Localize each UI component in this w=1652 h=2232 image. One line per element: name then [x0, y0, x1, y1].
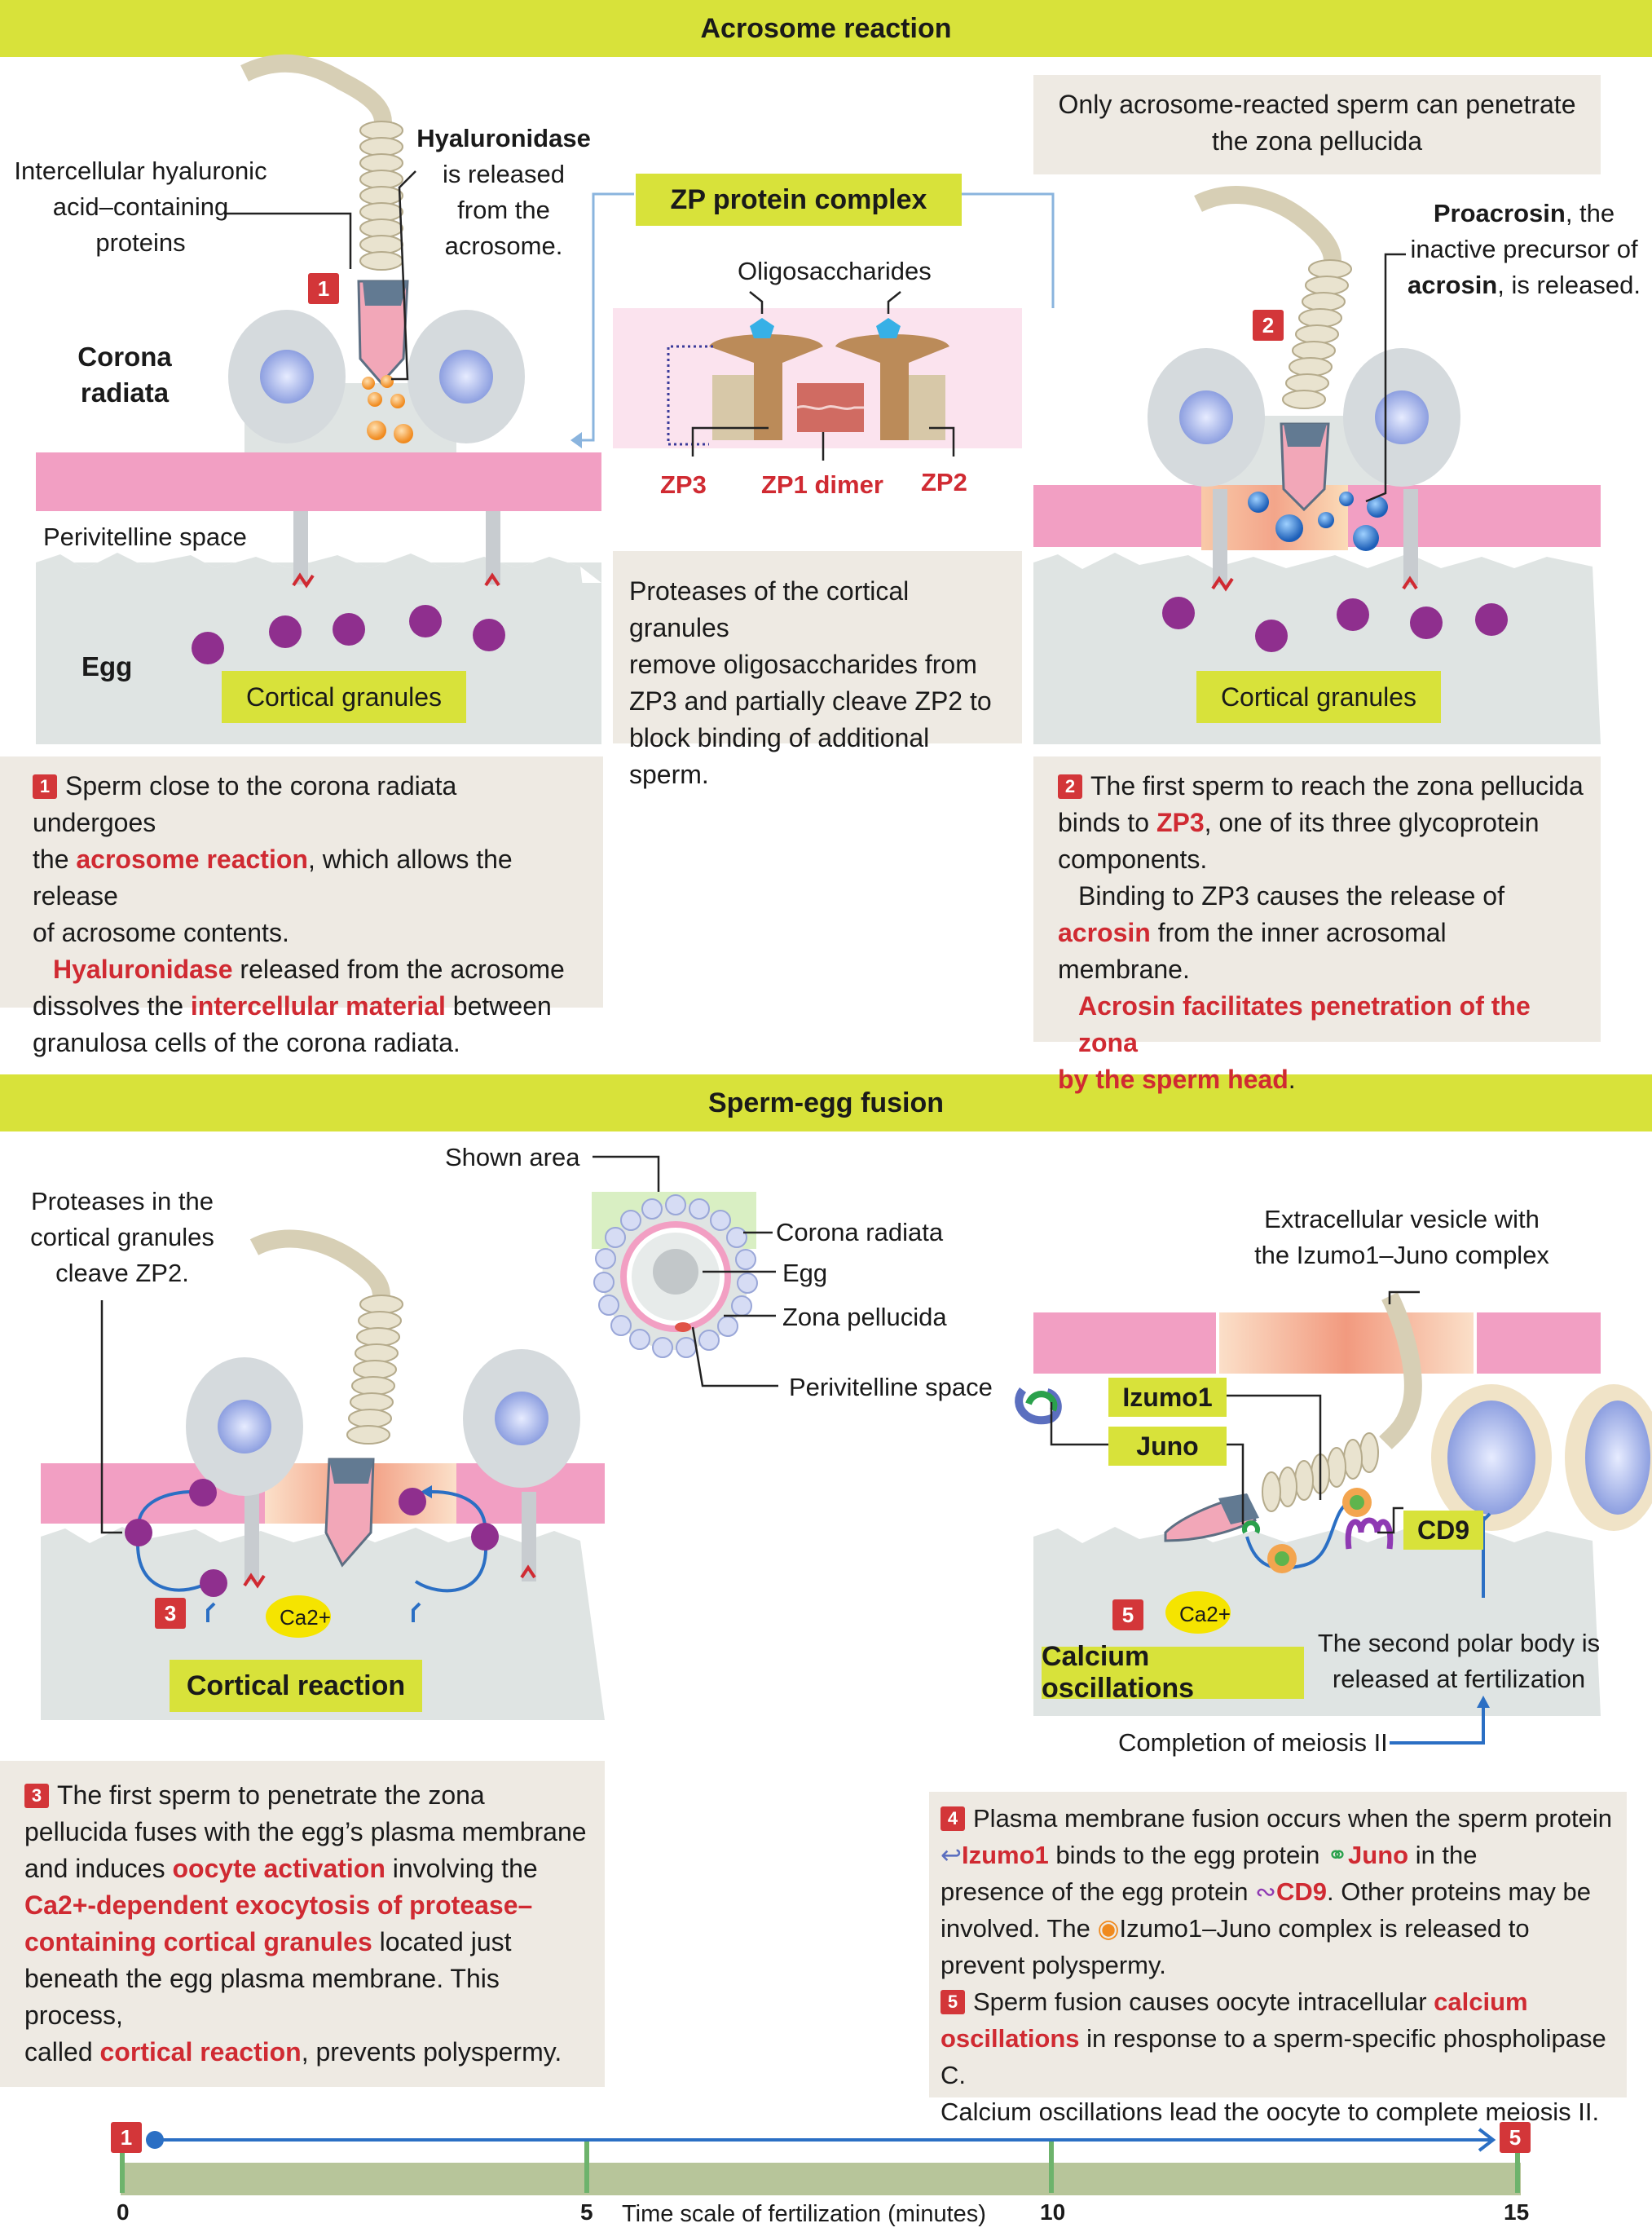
- section-title-acrosome-reaction: Acrosome reaction: [0, 0, 1652, 57]
- proteases-cleave-zp2-label: Proteases in the cortical granules cleav…: [30, 1187, 214, 1287]
- second-polar-body-label: The second polar body is released at fer…: [1317, 1629, 1601, 1693]
- perivitelline-space-label: Perivitelline space: [43, 523, 247, 551]
- timeline-tick-15: 15: [1504, 2199, 1530, 2225]
- hyaluronidase-label: Hyaluronidase is released from the acros…: [416, 124, 591, 260]
- extracellular-vesicle-label: Extracellular vesicle with the Izumo1–Ju…: [1254, 1205, 1549, 1269]
- only-acrosome-reacted-note: Only acrosome-reacted sperm can penetrat…: [1033, 75, 1601, 174]
- cortical-granules-label: Cortical granules: [222, 671, 466, 723]
- zp2-label: ZP2: [921, 468, 967, 496]
- proacrosin-label: Proacrosin, the inactive precursor of ac…: [1407, 199, 1641, 299]
- corona-radiata-label: Corona radiata: [77, 342, 172, 408]
- calcium-ion-label: Ca2+: [280, 1605, 331, 1630]
- inset-corona-radiata-label: Corona radiata: [776, 1218, 944, 1246]
- shown-area-label: Shown area: [445, 1143, 580, 1171]
- timeline-tick-5: 5: [580, 2199, 593, 2225]
- zp3-label: ZP3: [660, 470, 707, 499]
- calcium-oscillations-label: Calcium oscillations: [1042, 1641, 1304, 1704]
- timeline-start-step-1: 1: [111, 2122, 142, 2153]
- calcium-ion-label-2: Ca2+: [1179, 1602, 1231, 1626]
- timeline-axis-label: Time scale of fertilization (minutes): [622, 2201, 986, 2227]
- egg-label: Egg: [81, 651, 133, 682]
- izumo1-icon: ↩: [941, 1841, 962, 1869]
- intercellular-proteins-label: Intercellular hyaluronic acid–containing…: [14, 157, 267, 257]
- zp1-dimer-label: ZP1 dimer: [761, 470, 883, 499]
- cd9-label: CD9: [1403, 1511, 1483, 1550]
- timeline-tick-0: 0: [117, 2199, 130, 2225]
- section-title-sperm-egg-fusion: Sperm-egg fusion: [0, 1074, 1652, 1131]
- inset-egg-label: Egg: [782, 1259, 828, 1287]
- cortical-reaction-label: Cortical reaction: [170, 1660, 422, 1712]
- timeline-end-step-5: 5: [1500, 2122, 1531, 2153]
- juno-label: Juno: [1108, 1427, 1227, 1466]
- oligosaccharides-label: Oligosaccharides: [738, 257, 932, 285]
- juno-icon: ⚭: [1327, 1841, 1349, 1869]
- cortical-granules-label-2: Cortical granules: [1196, 671, 1441, 723]
- izumo-juno-complex-icon: ◉: [1097, 1914, 1120, 1943]
- step-2-marker: 2: [1253, 310, 1284, 341]
- inset-perivitelline-label: Perivitelline space: [789, 1373, 993, 1401]
- izumo1-label: Izumo1: [1108, 1378, 1227, 1417]
- timeline-tick-10: 10: [1040, 2199, 1066, 2225]
- zp-protein-complex-title: ZP protein complex: [636, 174, 962, 226]
- completion-meiosis-label: Completion of meiosis II: [1118, 1728, 1388, 1757]
- cd9-icon: ∾: [1255, 1877, 1277, 1906]
- step-3-marker: 3: [155, 1598, 186, 1629]
- step-5-marker: 5: [1112, 1599, 1143, 1630]
- proteases-cortical-granules-note: Proteases of the cortical granules remov…: [613, 551, 1022, 789]
- step-1-marker: 1: [308, 273, 339, 304]
- inset-zona-pellucida-label: Zona pellucida: [782, 1303, 947, 1331]
